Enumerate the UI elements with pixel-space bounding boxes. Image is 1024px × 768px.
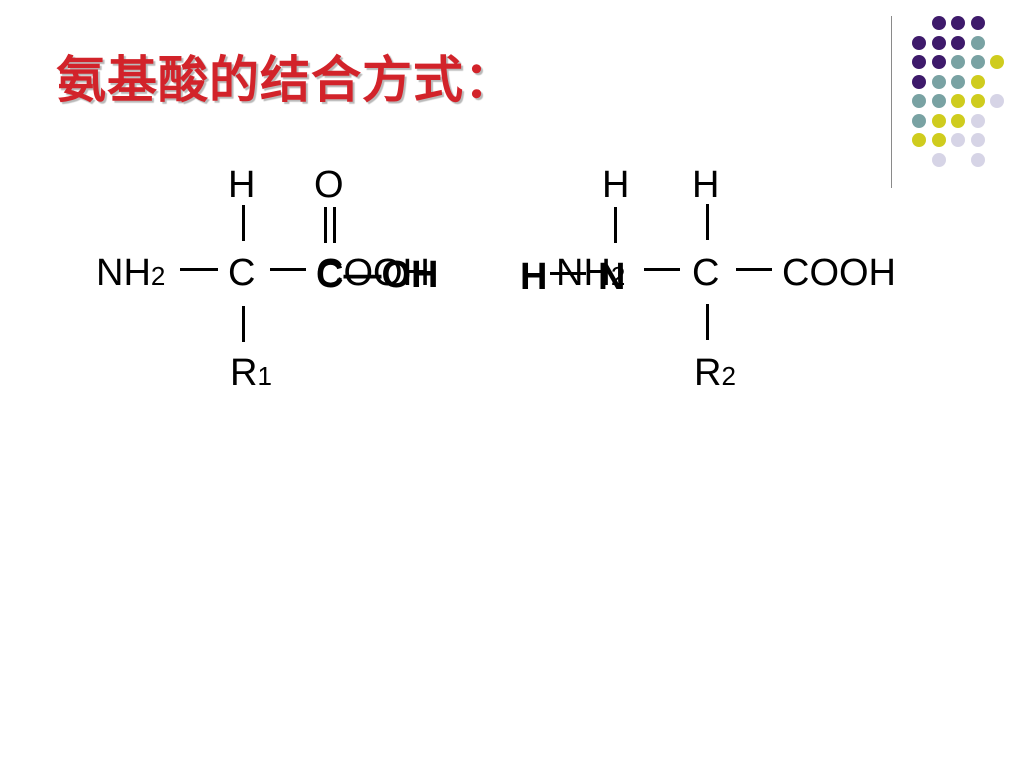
m1-carboxyl-bold-overlay: C—OH xyxy=(316,254,439,296)
decorative-dot xyxy=(931,152,946,167)
m2-bond-h-n xyxy=(614,207,617,243)
decorative-dot xyxy=(931,35,946,50)
slide-title: 氨基酸的结合方式： xyxy=(56,51,515,109)
m1-top-o: O xyxy=(314,164,344,206)
m2-bond-c-r xyxy=(706,304,709,340)
m2-bond-h-c xyxy=(706,204,709,240)
decorative-dot xyxy=(990,55,1004,69)
decorative-dot xyxy=(912,55,926,69)
decorative-dot xyxy=(951,35,965,50)
decorative-dot xyxy=(931,55,946,69)
m2-top-h-left: H xyxy=(602,164,630,206)
m2-r-group: R2 xyxy=(694,352,736,394)
m1-bond-c-r xyxy=(242,306,245,342)
decorative-dot xyxy=(951,94,965,108)
m2-bond-n-c xyxy=(644,268,680,271)
m2-center-c: C xyxy=(692,252,720,294)
m1-bond-n-c xyxy=(180,268,218,271)
m1-bond-c-carboxyl xyxy=(270,268,306,271)
m1-double-bond-b xyxy=(333,207,336,243)
decorative-dot xyxy=(931,133,946,147)
decorative-dot xyxy=(912,94,926,108)
decorative-dot xyxy=(951,55,965,69)
decorative-dot xyxy=(931,74,946,89)
decorative-dot xyxy=(931,94,946,108)
decorative-dot xyxy=(912,113,926,128)
decorative-dot xyxy=(931,16,946,30)
m1-bond-h-c xyxy=(242,205,245,241)
decorative-dot xyxy=(970,55,985,69)
decorative-dot xyxy=(951,74,965,89)
decorative-dot xyxy=(970,133,985,147)
decorative-dot xyxy=(970,74,985,89)
decorative-dot xyxy=(951,133,965,147)
decorative-dot xyxy=(912,74,926,89)
m1-top-h: H xyxy=(228,164,256,206)
decorative-dot xyxy=(951,113,965,128)
decorative-dot xyxy=(970,16,985,30)
m2-bond-c-carboxyl xyxy=(736,268,772,271)
m2-bond-h-n-left xyxy=(550,272,586,275)
m1-amino-group: NH2 xyxy=(96,252,166,294)
decorative-dot xyxy=(970,113,985,128)
decorative-dot xyxy=(970,94,985,108)
m1-double-bond-a xyxy=(324,207,327,243)
decorative-dot xyxy=(931,113,946,128)
m2-carboxyl-group: COOH xyxy=(782,252,896,294)
m1-r-group: R1 xyxy=(230,352,272,394)
decorative-dot xyxy=(951,16,965,30)
m2-left-h: H xyxy=(520,256,548,298)
m1-carboxyl-group: COOH xyxy=(316,252,430,294)
m1-center-c: C xyxy=(228,252,256,294)
decorative-vertical-line xyxy=(891,16,892,188)
m2-amino-n-overlay: N xyxy=(598,256,626,298)
decorative-dot xyxy=(970,152,985,167)
decorative-dot xyxy=(990,94,1004,108)
decorative-dot xyxy=(912,35,926,50)
m2-top-h-right: H xyxy=(692,164,720,206)
m2-amino-group: NH2 xyxy=(556,252,626,294)
decorative-dot xyxy=(970,35,985,50)
decorative-dot xyxy=(912,133,926,147)
